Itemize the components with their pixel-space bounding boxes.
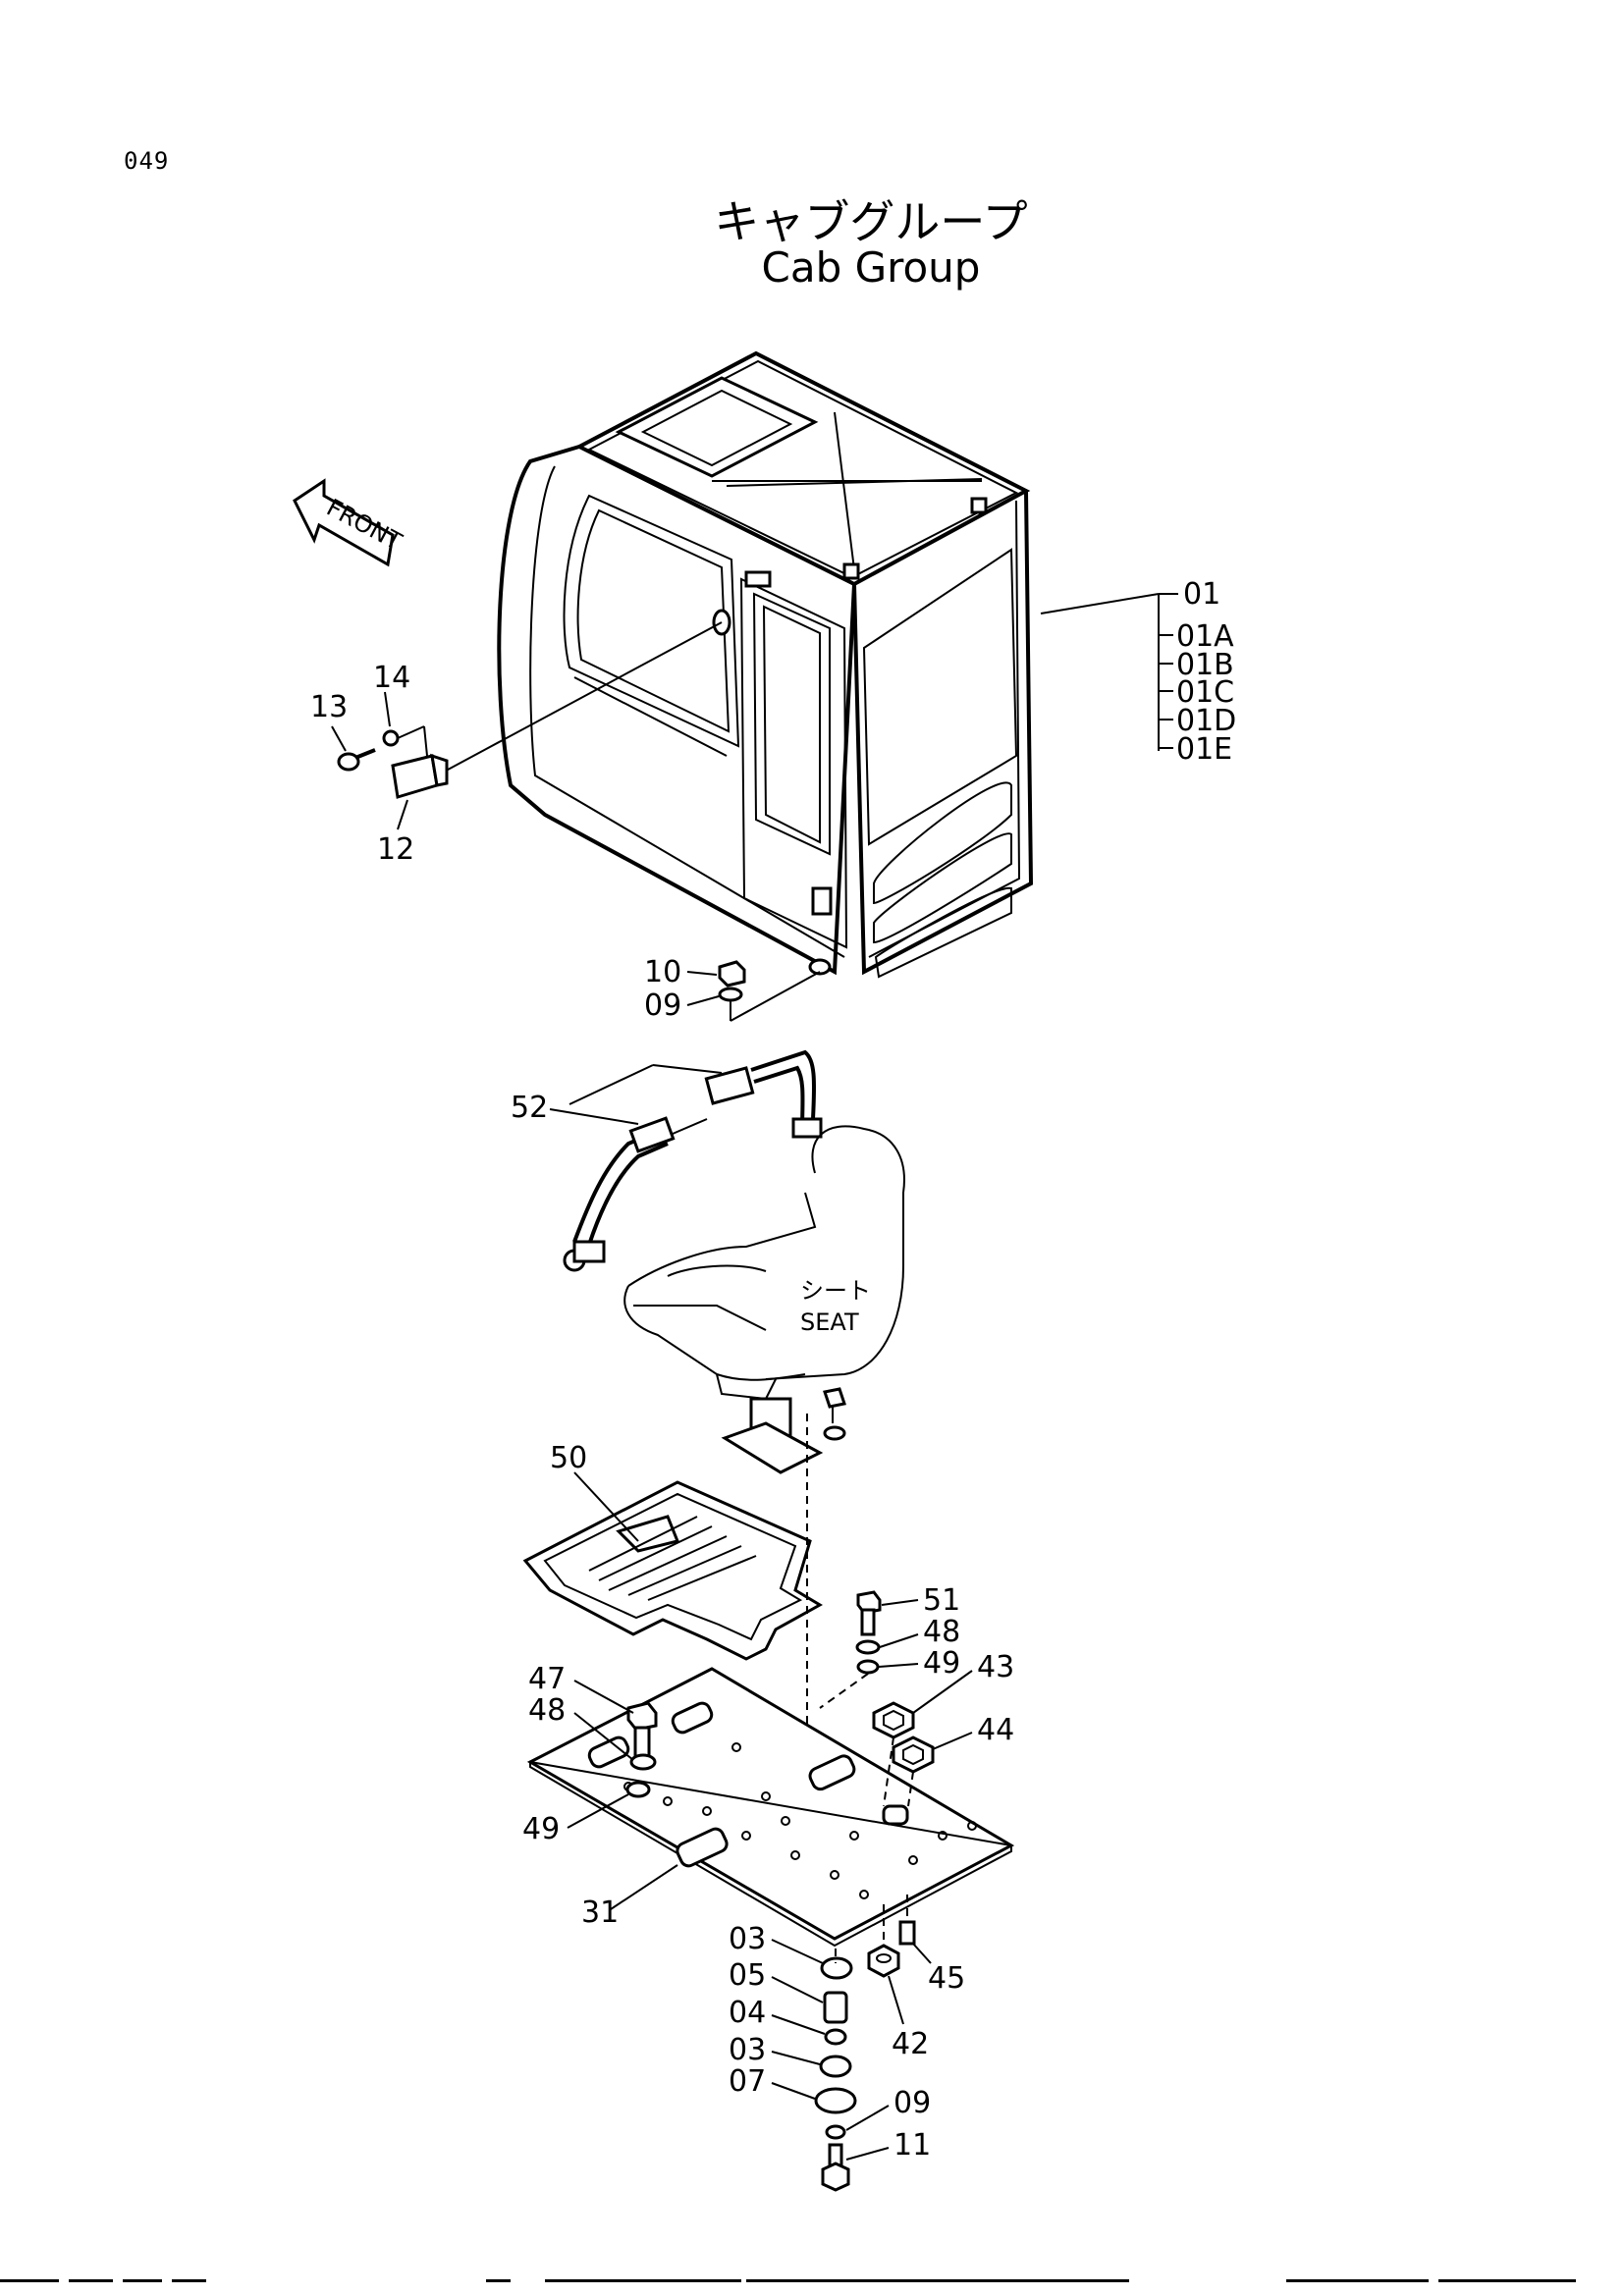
- seat-belt-52: 52: [511, 1049, 823, 1272]
- seat-label-english: SEAT: [800, 1308, 859, 1336]
- footer-mark: [746, 2279, 1129, 2282]
- callout-01-group: 01 01A 01B 01C 01D 01E: [1040, 577, 1236, 767]
- footer-mark: [545, 2279, 741, 2282]
- callout-01b: 01B: [1176, 648, 1234, 682]
- title-english: Cab Group: [761, 243, 981, 292]
- callout-43: 43: [977, 1650, 1014, 1684]
- title-japanese: キャブグループ: [714, 195, 1028, 248]
- floor-plate-31: 31: [526, 1667, 1015, 1948]
- page-number: 049: [124, 147, 170, 175]
- cab-assembly: [497, 350, 1034, 979]
- callout-49-left: 49: [522, 1812, 560, 1846]
- grommets-43-44: 43 44: [872, 1650, 1014, 1807]
- callout-09-bottom: 09: [893, 2086, 931, 2120]
- callout-13: 13: [310, 690, 348, 724]
- callout-52: 52: [511, 1091, 548, 1125]
- nut-washer-09-10: 10 09: [644, 955, 821, 1023]
- latch-parts-12-13-14: 14 13 12: [310, 621, 723, 867]
- footer-mark: [172, 2279, 206, 2282]
- footer-mark: [1286, 2279, 1429, 2282]
- callout-45: 45: [928, 1961, 965, 1996]
- callout-50: 50: [550, 1441, 587, 1475]
- callout-03-top: 03: [729, 1922, 766, 1956]
- bolt-51-washers-48-49: 51 48 49: [819, 1583, 960, 1709]
- callout-14: 14: [373, 661, 410, 695]
- callout-01d: 01D: [1176, 704, 1236, 738]
- callout-51: 51: [923, 1583, 960, 1618]
- grommet-42-plug-45: 45 42: [867, 1895, 965, 2061]
- callout-11: 11: [893, 2128, 931, 2163]
- callout-49-right: 49: [923, 1646, 960, 1681]
- callout-05: 05: [729, 1958, 766, 1993]
- callout-10: 10: [644, 955, 681, 989]
- callout-09-top: 09: [644, 988, 681, 1023]
- callout-01c: 01C: [1176, 675, 1234, 710]
- seat-label-japanese: シート: [800, 1277, 871, 1305]
- callout-01a: 01A: [1176, 619, 1234, 654]
- footer-mark: [0, 2279, 59, 2282]
- callout-07: 07: [729, 2064, 766, 2099]
- callout-48-left: 48: [528, 1693, 566, 1728]
- front-direction-arrow: FRONT: [293, 478, 406, 567]
- operator-seat: シート SEAT: [623, 1125, 905, 1474]
- callout-01: 01: [1183, 577, 1220, 612]
- callout-04: 04: [729, 1996, 766, 2030]
- bolt-47-washers-48-49: 47 48 49: [522, 1662, 658, 1846]
- footer-mark: [69, 2279, 113, 2282]
- callout-01e: 01E: [1176, 732, 1232, 767]
- callout-03-bottom: 03: [729, 2033, 766, 2067]
- callout-44: 44: [977, 1713, 1014, 1747]
- footer-mark: [486, 2279, 511, 2282]
- footer-mark: [123, 2279, 162, 2282]
- mount-stack: 03 05 04 03 07 09 11: [729, 1922, 931, 2192]
- callout-42: 42: [892, 2027, 929, 2061]
- callout-12: 12: [377, 832, 414, 867]
- floor-mat-50: 50: [522, 1441, 823, 1661]
- footer-mark: [1438, 2279, 1576, 2282]
- callout-47: 47: [528, 1662, 566, 1696]
- callout-31: 31: [581, 1896, 619, 1930]
- callout-48-right: 48: [923, 1615, 960, 1649]
